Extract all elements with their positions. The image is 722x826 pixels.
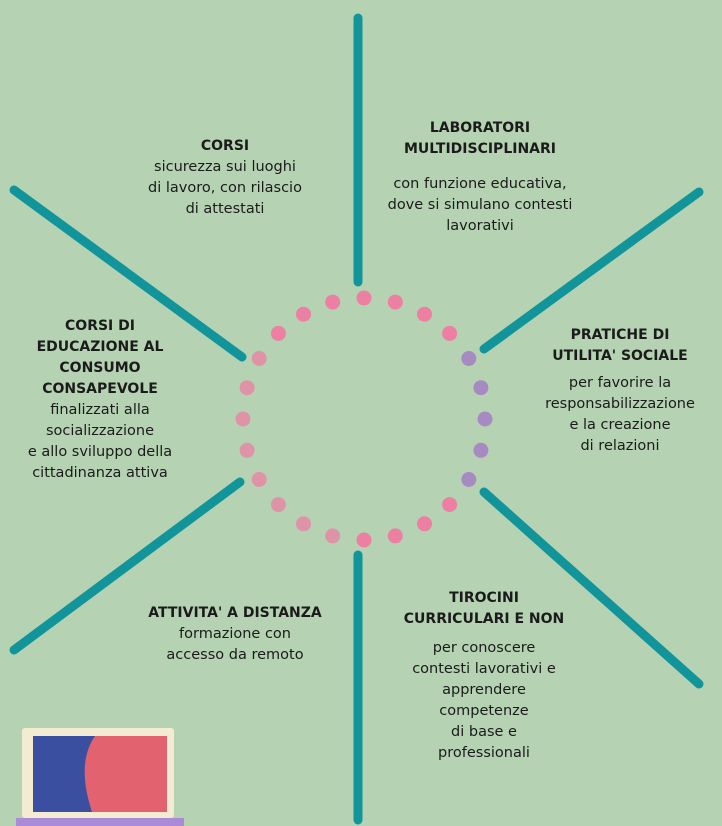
educazione-description: finalizzati alla socializzazione e allo … [27, 402, 173, 481]
ring-dot [325, 528, 341, 544]
ray-line [479, 187, 704, 354]
laboratori-title: LABORATORI MULTIDISCIPLINARI [404, 120, 556, 157]
ring-dot [473, 442, 489, 458]
ring-dot [325, 294, 341, 310]
ray-line [9, 477, 245, 655]
ring-dot [442, 497, 458, 513]
distanza-description: formazione con accesso da remoto [166, 626, 304, 663]
tirocini-title: TIROCINI CURRICULARI E NON [403, 590, 565, 627]
ring-dot [270, 325, 286, 341]
ring-dot [251, 472, 267, 487]
block-tirocini: TIROCINI CURRICULARI E NON per conoscere… [378, 588, 590, 764]
ring-dot [239, 442, 255, 458]
ring-dot [356, 532, 372, 548]
block-pratiche: PRATICHE DI UTILITA' SOCIALE per favorir… [518, 325, 722, 457]
laptop-icon [16, 728, 184, 826]
ring-dot [251, 351, 267, 366]
distanza-title: ATTIVITA' A DISTANZA [148, 605, 322, 621]
ring-dot [239, 380, 255, 396]
ring-dot [461, 472, 477, 487]
ring-dot [356, 290, 372, 306]
ring-dot [477, 411, 493, 427]
ring-dot [270, 497, 286, 513]
rays-group [9, 13, 704, 825]
ring-dot [461, 351, 477, 366]
ring-dot [387, 294, 403, 310]
ring-dot [296, 516, 311, 532]
ring-dot [296, 306, 311, 322]
ring-dot [417, 306, 432, 322]
block-distanza: ATTIVITA' A DISTANZA formazione con acce… [106, 603, 364, 666]
pratiche-description: per favorire la responsabilizzazione e l… [545, 375, 695, 454]
laboratori-description: con funzione educativa, dove si simulano… [387, 176, 573, 234]
block-laboratori: LABORATORI MULTIDISCIPLINARI con funzion… [365, 118, 595, 237]
ring-dot [473, 380, 489, 396]
educazione-title: CORSI DI EDUCAZIONE AL CONSUMO CONSAPEVO… [36, 318, 164, 397]
ring-dot [387, 528, 403, 544]
pratiche-title: PRATICHE DI UTILITA' SOCIALE [552, 327, 688, 364]
ray-line [479, 487, 704, 689]
tirocini-description: per conoscere contesti lavorativi e appr… [412, 640, 556, 761]
ring-dot [417, 516, 432, 532]
block-educazione: CORSI DI EDUCAZIONE AL CONSUMO CONSAPEVO… [0, 316, 200, 484]
corsi-title: CORSI [200, 138, 250, 154]
dot-ring [235, 290, 493, 548]
ray-line [9, 185, 247, 362]
corsi-description: sicurezza sui luoghi di lavoro, con rila… [148, 159, 302, 217]
laptop-base [16, 818, 184, 826]
block-corsi: CORSI sicurezza sui luoghi di lavoro, co… [95, 136, 355, 220]
ring-dot [442, 325, 458, 341]
ring-dot [235, 411, 251, 427]
